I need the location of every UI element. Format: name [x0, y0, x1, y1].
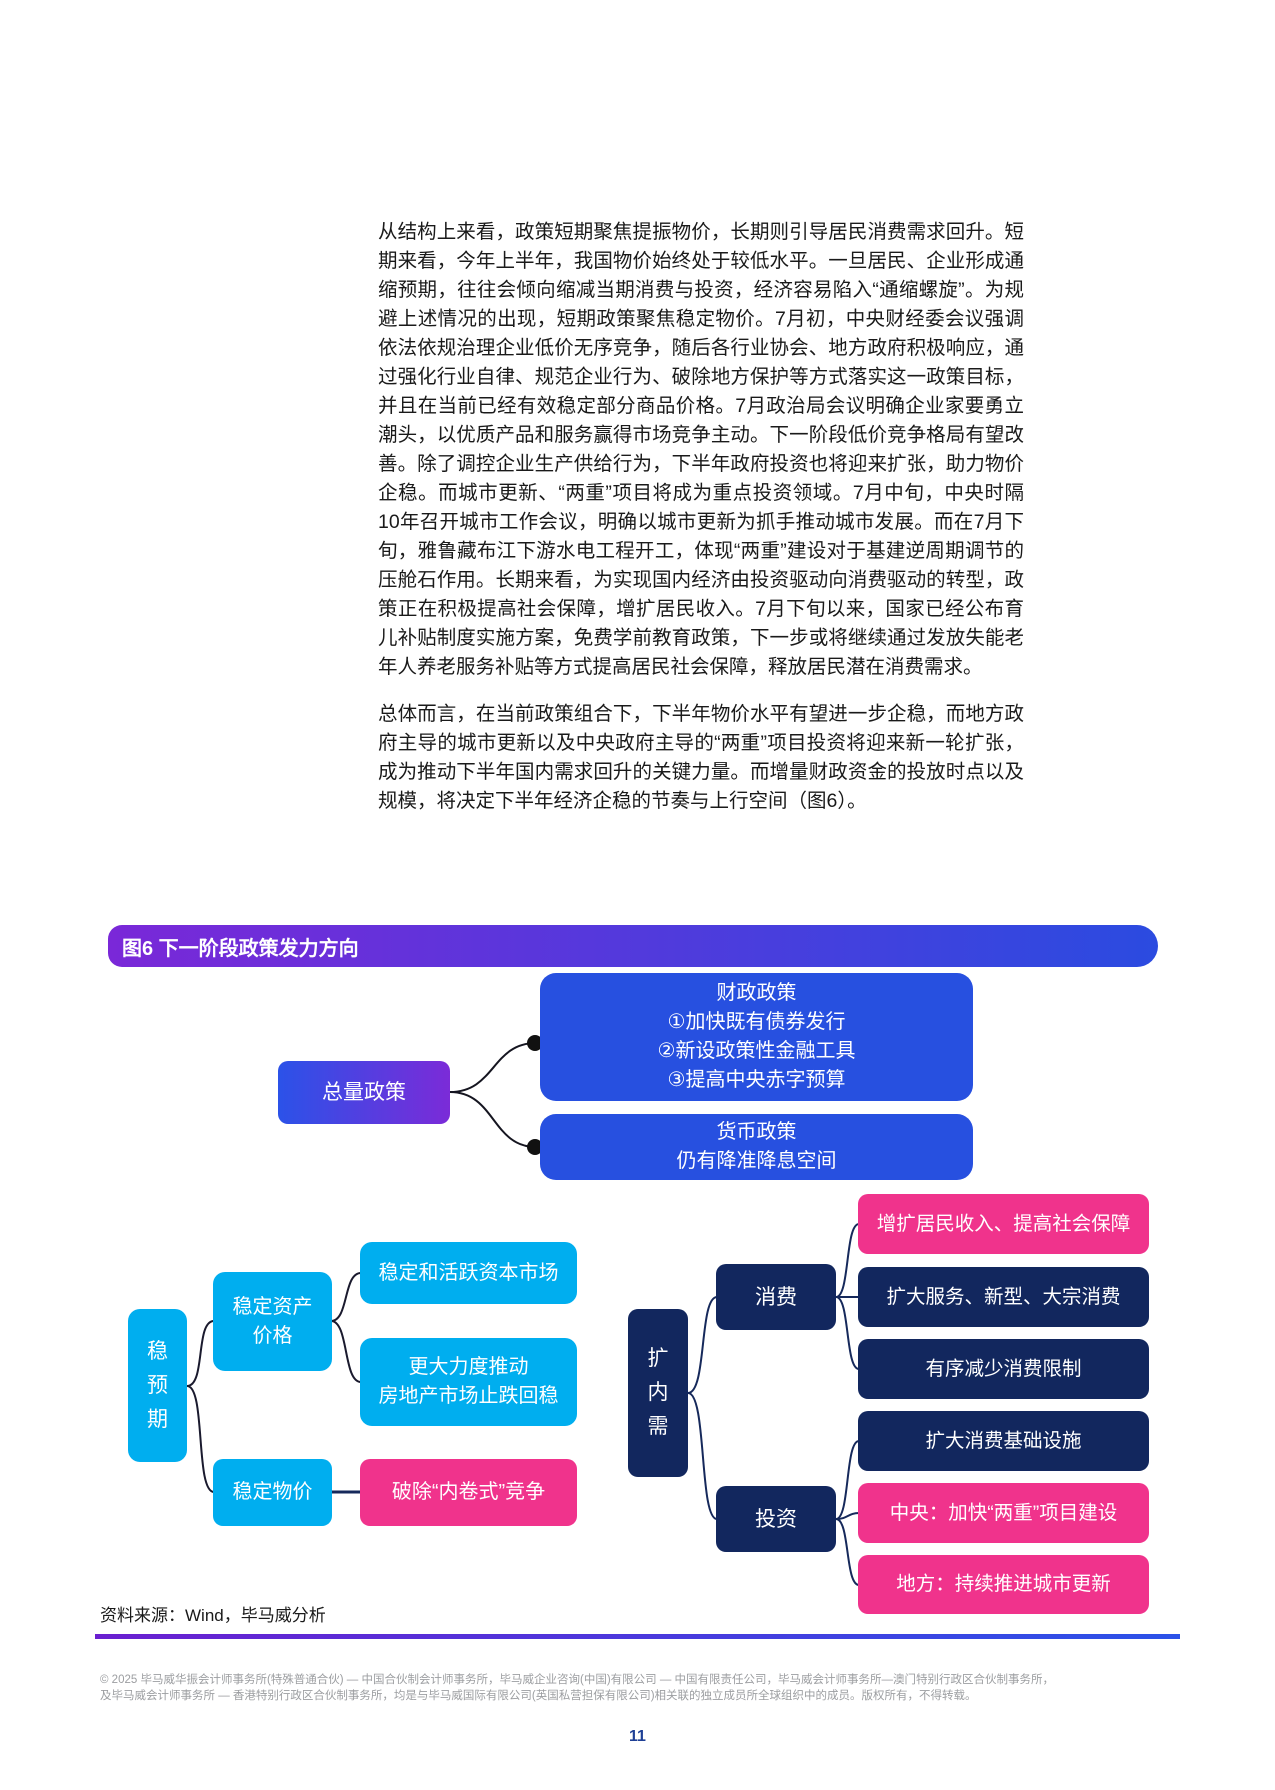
footer-divider: [95, 1634, 1180, 1639]
node-total-policy: 总量政策: [278, 1061, 450, 1124]
node-stable-expectation: 稳预期: [128, 1309, 187, 1462]
node-expand-domestic-demand-label: 扩内需: [647, 1347, 669, 1438]
node-local-renewal: 地方：持续推进城市更新: [858, 1555, 1149, 1614]
figure-title: 图6 下一阶段政策发力方向: [122, 937, 359, 960]
node-capital-market: 稳定和活跃资本市场: [360, 1242, 577, 1304]
data-source-note: 资料来源：Wind，毕马威分析: [100, 1606, 326, 1625]
node-stable-asset-price: 稳定资产 价格: [213, 1272, 332, 1371]
node-consumption: 消费: [716, 1264, 836, 1330]
body-paragraph-1: 从结构上来看，政策短期聚焦提振物价，长期则引导居民消费需求回升。短期来看，今年上…: [378, 221, 1024, 678]
node-expand-services: 扩大服务、新型、大宗消费: [858, 1267, 1149, 1327]
page-number: 11: [629, 1728, 646, 1745]
node-stable-expectation-label: 稳预期: [147, 1339, 168, 1431]
node-real-estate: 更大力度推动 房地产市场止跌回稳: [360, 1338, 577, 1426]
node-expand-domestic-demand: 扩内需: [628, 1309, 688, 1477]
figure-title-banner: 图6 下一阶段政策发力方向: [108, 925, 1158, 967]
node-stable-goods-price: 稳定物价: [213, 1459, 332, 1526]
node-anti-involution: 破除“内卷式”竞争: [360, 1459, 577, 1526]
body-paragraph-2: 总体而言，在当前政策组合下，下半年物价水平有望进一步企稳，而地方政府主导的城市更…: [378, 703, 1024, 812]
copyright-text: © 2025 毕马威华振会计师事务所(特殊普通合伙) — 中国合伙制会计师事务所…: [100, 1674, 1055, 1702]
node-fiscal-policy: 财政政策 ①加快既有债券发行 ②新设政策性金融工具 ③提高中央赤字预算: [540, 973, 973, 1101]
node-monetary-policy: 货币政策 仍有降准降息空间: [540, 1114, 973, 1180]
node-consumption-infra: 扩大消费基础设施: [858, 1411, 1149, 1471]
node-income-security: 增扩居民收入、提高社会保障: [858, 1194, 1149, 1254]
node-investment: 投资: [716, 1486, 836, 1552]
node-central-projects: 中央：加快“两重”项目建设: [858, 1483, 1149, 1543]
node-reduce-restrictions: 有序减少消费限制: [858, 1339, 1149, 1399]
